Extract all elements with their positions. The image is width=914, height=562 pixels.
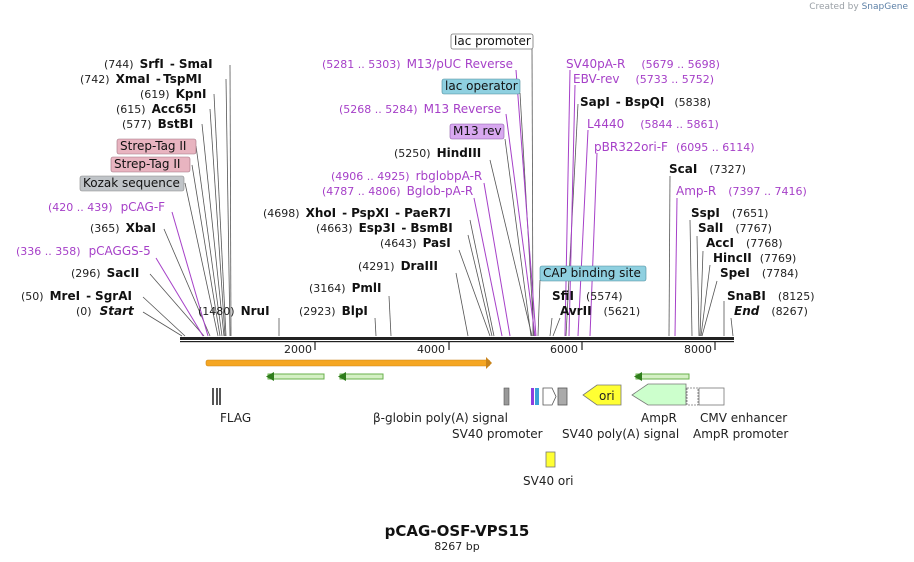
credit-brand: SnapGene: [861, 2, 908, 12]
primer-label: (5281 .. 5303)M13/pUC Reverse: [322, 57, 513, 71]
feature-label: SV40 ori: [523, 474, 574, 488]
plasmid-name: pCAG-OSF-VPS15: [385, 522, 530, 540]
primer-label: Amp-R(7397 .. 7416): [676, 184, 807, 198]
feature-label: ori: [599, 389, 615, 403]
feature-blocks: [212, 383, 725, 468]
tick-label: 6000: [550, 343, 578, 356]
primer-label: L4440(5844 .. 5861): [587, 117, 719, 131]
tick-label: 2000: [284, 343, 312, 356]
snapgene-credit: Created by SnapGene: [809, 2, 908, 12]
primer-label: pBR322ori-F(6095 .. 6114): [594, 140, 755, 154]
orf-arrows: [205, 357, 690, 381]
site-label: End(8267): [734, 304, 808, 318]
badge-lac-operator: lac operator: [441, 78, 521, 95]
site-label: (296)SacII: [71, 266, 139, 280]
site-connectors: [142, 47, 734, 337]
primer-label: (420 .. 439)pCAG-F: [48, 200, 165, 214]
svg-text:Strep-Tag II: Strep-Tag II: [114, 157, 180, 171]
primer-label: (5268 .. 5284)M13 Reverse: [339, 102, 501, 116]
site-label: AvrII(5621): [560, 304, 640, 318]
primer-label: (336 .. 358)pCAGGS-5: [16, 244, 151, 258]
feature-label: SV40 poly(A) signal: [562, 427, 679, 441]
site-label: (4643)PasI: [380, 236, 451, 250]
site-label: (577)BstBI: [122, 117, 193, 131]
badge-cap-binding-site: CAP binding site: [539, 265, 647, 282]
site-label: (1480)NruI: [198, 304, 270, 318]
feature-label: β-globin poly(A) signal: [373, 411, 508, 425]
site-label: (5250)HindIII: [394, 146, 481, 160]
primer-label: (4906 .. 4925)rbglobpA-R: [331, 169, 482, 183]
svg-text:Kozak sequence: Kozak sequence: [83, 176, 180, 190]
feature-label: AmpR promoter: [693, 427, 788, 441]
badge-strep-tag-2: Strep-Tag II: [110, 156, 191, 173]
badge-kozak: Kozak sequence: [79, 175, 185, 192]
site-label: (0)Start: [76, 304, 135, 318]
axis-ticks: [314, 342, 716, 350]
site-label: (744)SrfI-SmaI: [104, 57, 213, 71]
feature-label: FLAG: [220, 411, 251, 425]
badge-strep-tag-1: Strep-Tag II: [116, 138, 197, 155]
badge-lac-promoter: lac promoter: [450, 33, 534, 50]
credit-prefix: Created by: [809, 2, 859, 12]
site-label: (619)KpnI: [140, 87, 207, 101]
svg-text:M13 rev: M13 rev: [453, 124, 502, 138]
site-label: (4698)XhoI-PspXI-PaeR7I: [263, 206, 451, 220]
primer-label: SV40pA-R(5679 .. 5698): [566, 57, 720, 71]
backbone: [180, 337, 734, 343]
svg-text:lac promoter: lac promoter: [454, 34, 531, 48]
site-label: (50)MreI-SgrAI: [21, 289, 132, 303]
primer-label: EBV-rev(5733 .. 5752): [573, 72, 714, 86]
site-label: SapI-BspQI(5838): [580, 95, 711, 109]
feature-label: CMV enhancer: [700, 411, 787, 425]
site-label: (4663)Esp3I-BsmBI: [316, 221, 453, 235]
site-label: SspI(7651): [691, 206, 768, 220]
site-label: (365)XbaI: [90, 221, 156, 235]
feature-label: SV40 promoter: [452, 427, 543, 441]
site-label: (615)Acc65I: [116, 102, 196, 116]
site-label: (2923)BlpI: [299, 304, 368, 318]
badge-m13-rev: M13 rev: [449, 123, 505, 140]
primer-connectors: [155, 69, 678, 337]
svg-text:CAP binding site: CAP binding site: [543, 266, 641, 280]
feature-label: AmpR: [641, 411, 677, 425]
site-label: AccI(7768): [706, 236, 783, 250]
site-label: SalI(7767): [698, 221, 772, 235]
primer-label: (4787 .. 4806)Bglob-pA-R: [322, 184, 473, 198]
site-label: (3164)PmlI: [309, 281, 381, 295]
site-label: (742)XmaI-TspMI: [80, 72, 202, 86]
site-label: HincII(7769): [713, 251, 796, 265]
svg-text:Strep-Tag II: Strep-Tag II: [120, 139, 186, 153]
tick-label: 4000: [417, 343, 445, 356]
site-label: SpeI(7784): [720, 266, 798, 280]
site-label: (4291)DraIII: [358, 259, 438, 273]
tick-label: 8000: [684, 343, 712, 356]
svg-text:lac operator: lac operator: [445, 79, 518, 93]
site-label: SnaBI(8125): [727, 289, 814, 303]
site-label: SfiI(5574): [552, 289, 623, 303]
plasmid-length: 8267 bp: [434, 540, 479, 553]
site-label: ScaI(7327): [669, 162, 746, 176]
